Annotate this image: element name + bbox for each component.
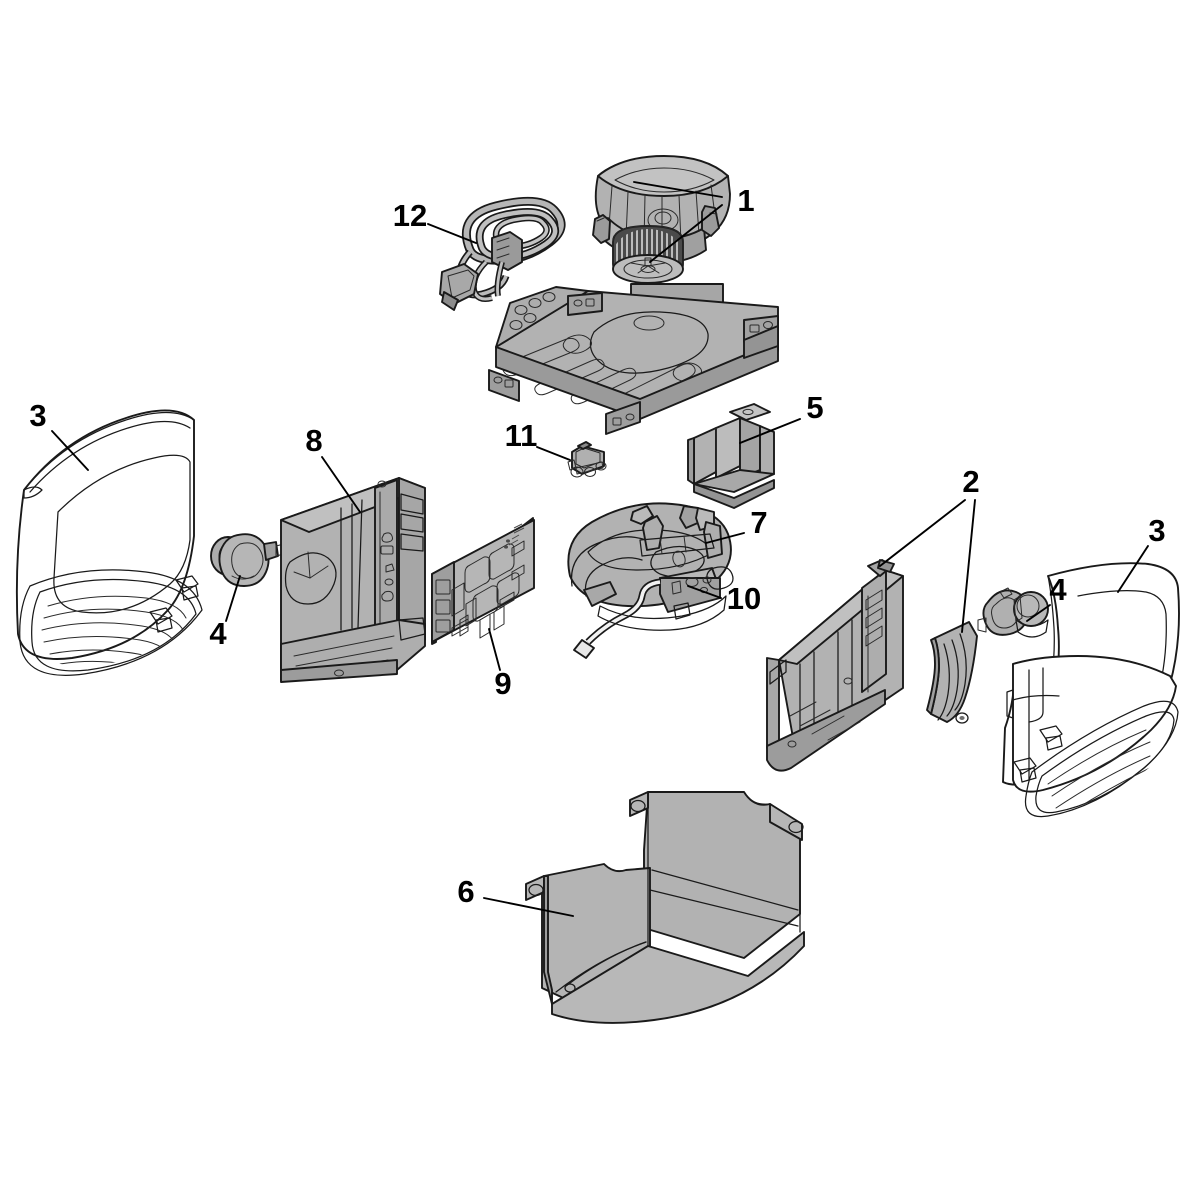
- callout-label-5[interactable]: 5: [806, 390, 823, 425]
- callout-label-6[interactable]: 6: [457, 874, 474, 909]
- leader-line-1-0: [633, 181, 723, 198]
- part-blower-motor-assembly: [567, 502, 734, 659]
- leader-line-12-0: [427, 223, 477, 244]
- part-mounting-plate: [488, 283, 779, 435]
- callout-label-12[interactable]: 12: [393, 198, 427, 233]
- leader-line-3r-0: [1117, 545, 1149, 593]
- callout-label-3[interactable]: 3: [29, 398, 46, 433]
- leader-line-2-0: [879, 499, 966, 567]
- bezel-clips-left: [149, 575, 199, 633]
- part-left-knob-actuator: [210, 533, 285, 587]
- part-left-vent-bezel: [15, 409, 203, 676]
- callout-label-10[interactable]: 10: [727, 581, 761, 616]
- leader-line-8-0: [321, 456, 361, 513]
- callout-label-11[interactable]: 11: [505, 418, 538, 453]
- leader-lines: [51, 181, 1149, 917]
- callout-label-9[interactable]: 9: [494, 666, 511, 701]
- part-actuator-linkage-clip: [567, 441, 607, 478]
- callout-label-8[interactable]: 8: [305, 423, 322, 458]
- leader-line-1-1: [649, 204, 723, 263]
- callout-label-4r[interactable]: 4: [1049, 572, 1067, 607]
- callout-label-2[interactable]: 2: [962, 464, 979, 499]
- leader-line-3-0: [51, 430, 89, 471]
- part-right-knob-actuator: [977, 587, 1049, 638]
- callout-label-4l[interactable]: 4: [209, 616, 227, 651]
- leader-line-2-1: [961, 499, 976, 633]
- leader-line-4r-0: [1026, 604, 1051, 622]
- callout-label-7[interactable]: 7: [750, 505, 767, 540]
- bezel-clips-right: [1013, 725, 1063, 783]
- part-right-vent-bezel: [1002, 562, 1180, 818]
- callout-label-1[interactable]: 1: [737, 183, 754, 218]
- part-relay-bracket: [687, 403, 775, 509]
- callout-label-3r[interactable]: 3: [1148, 513, 1165, 548]
- leader-line-5-0: [739, 418, 801, 444]
- part-control-circuit-board: [431, 517, 535, 645]
- part-air-baffle: [926, 621, 978, 724]
- part-evaporator-case-housing: [280, 477, 426, 683]
- part-fan-wheel: [612, 225, 684, 284]
- part-air-duct: [766, 559, 904, 772]
- leader-line-7-0: [705, 532, 745, 544]
- part-lower-cover-panel: [525, 791, 805, 1024]
- leader-line-6-0: [483, 897, 574, 917]
- leader-line-10-0: [687, 585, 722, 599]
- leader-line-9-0: [488, 628, 501, 671]
- leader-line-4l-0: [225, 575, 241, 622]
- leader-line-11-0: [536, 446, 571, 461]
- part-wiring-harness: [439, 196, 566, 311]
